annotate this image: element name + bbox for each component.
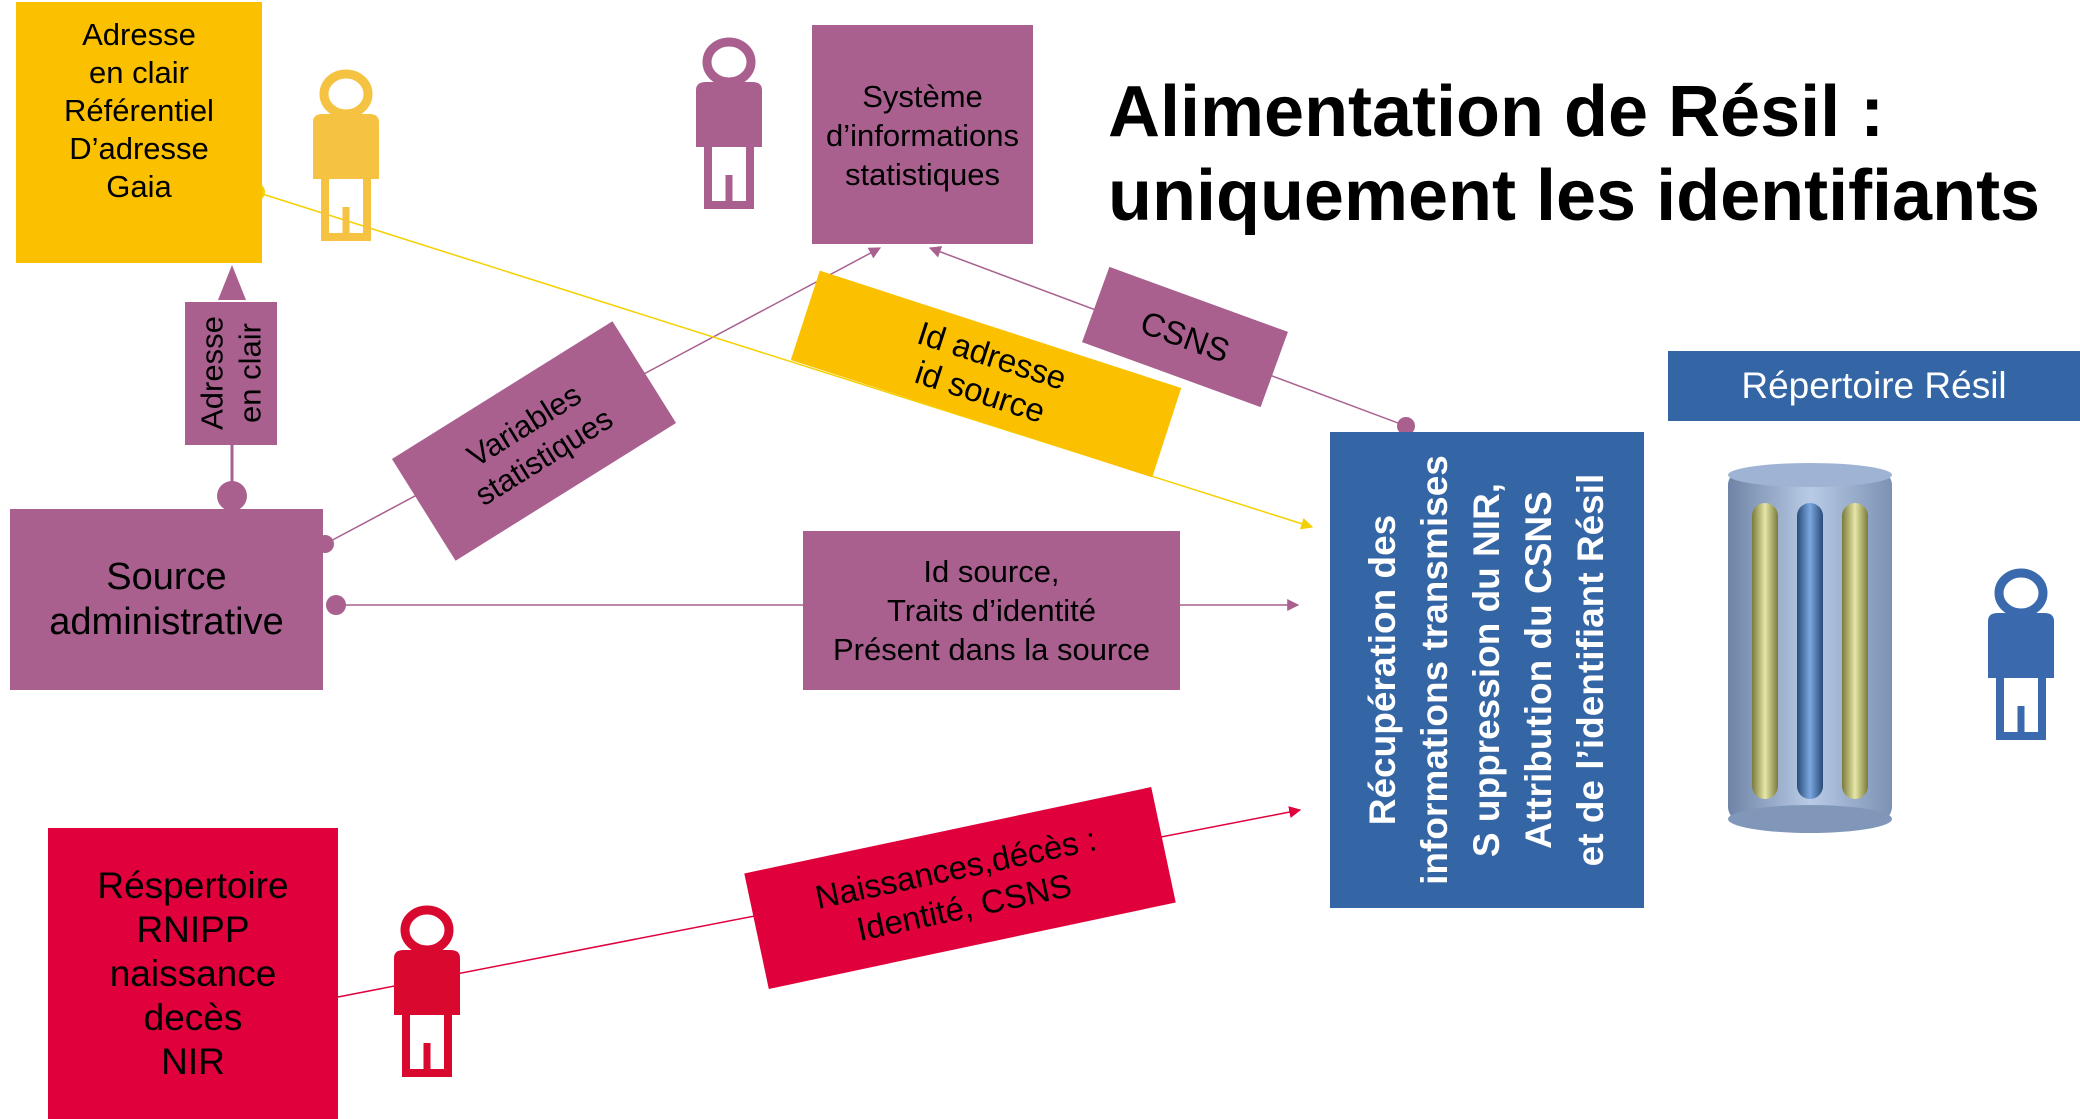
edge-source-gaia-arrowhead [218, 265, 246, 300]
repertoire-label-text: Répertoire Résil [1741, 365, 2007, 406]
label-id-source: Id source, Traits d’identité Présent dan… [803, 531, 1180, 690]
node-process-line: S uppression du NIR, [1466, 482, 1507, 858]
node-process-line: Attribution du CSNS [1518, 491, 1559, 849]
label-adresse-en-clair-bg [185, 302, 277, 445]
label-id-source-line: Présent dans la source [832, 632, 1151, 667]
node-process-line: et de l’identifiant Résil [1570, 473, 1611, 867]
label-id-source-line: Id source, [923, 554, 1060, 589]
node-gaia-line: en clair [89, 55, 189, 90]
label-adresse-en-clair-line: Adresse [194, 316, 230, 430]
node-source-line: Source [106, 555, 227, 598]
label-csns-text: CSNS [1135, 303, 1235, 370]
database-icon [1728, 463, 1892, 833]
node-gaia-line: Gaia [106, 169, 172, 204]
node-sis: Système d’informations statistiques [812, 25, 1033, 244]
node-process [1330, 432, 1644, 908]
node-sis-line: d’informations [826, 118, 1019, 153]
repertoire-label: Répertoire Résil [1668, 351, 2080, 421]
node-rnipp: Réspertoire RNIPP naissance decès NIR [48, 828, 338, 1119]
node-gaia-line: Adresse [82, 17, 196, 52]
person-icon [313, 69, 379, 241]
edge-source-process-dot [326, 595, 346, 615]
node-rnipp-line: RNIPP [136, 908, 250, 950]
node-sis-line: statistiques [844, 157, 1001, 192]
node-rnipp-line: NIR [161, 1040, 225, 1082]
node-process-text: Récupération des informations transmises… [1330, 432, 1644, 908]
edge-process-sis-dot [1397, 417, 1415, 435]
node-source-line: administrative [49, 600, 284, 643]
node-rnipp-line: Réspertoire [97, 864, 289, 906]
label-adresse-en-clair: Adresse en clair [186, 302, 278, 445]
label-id-source-line: Traits d’identité [886, 593, 1097, 628]
node-process-line: Récupération des [1362, 514, 1403, 826]
node-source: Source administrative [10, 509, 323, 690]
node-gaia-line: D’adresse [69, 131, 209, 166]
person-icon [1988, 568, 2054, 740]
node-sis-line: Système [862, 79, 983, 114]
page-title: Alimentation de Résil : uniquement les i… [1108, 70, 2040, 238]
node-gaia-line: Référentiel [64, 93, 214, 128]
node-gaia: Adresse en clair Référentiel D’adresse G… [16, 2, 262, 263]
label-adresse-en-clair-line: en clair [232, 323, 268, 423]
node-rnipp-line: naissance [109, 952, 277, 994]
page-title-line: uniquement les identifiants [1108, 156, 2041, 236]
node-rnipp-line: decès [143, 996, 243, 1038]
node-process-line: informations transmises [1414, 455, 1455, 885]
person-icon [696, 37, 762, 209]
person-icon [394, 905, 460, 1077]
page-title-line: Alimentation de Résil : [1108, 72, 1885, 152]
edge-source-gaia-dot [217, 481, 247, 511]
